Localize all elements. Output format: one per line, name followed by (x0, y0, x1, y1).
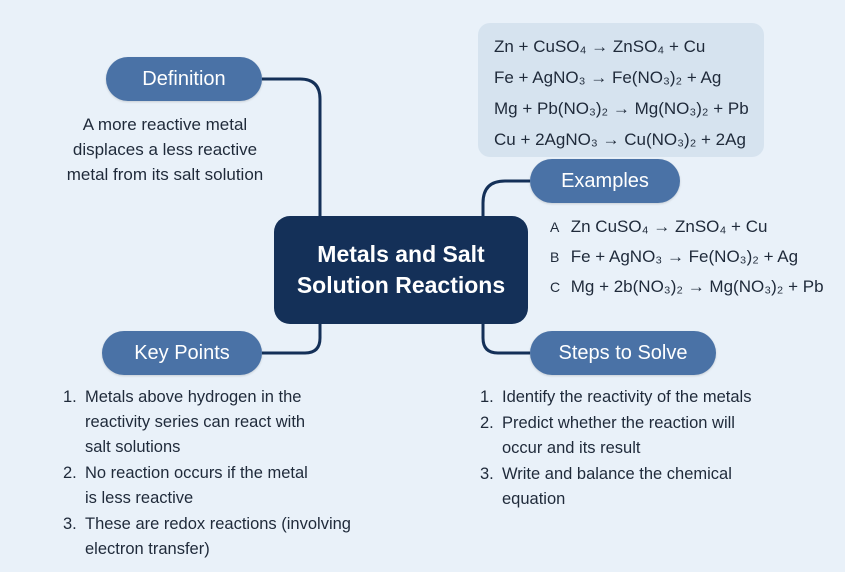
key-point-line: No reaction occurs if the metal (85, 464, 308, 482)
example-letter: C (550, 279, 561, 295)
connector-steps (481, 324, 530, 355)
equation: Zn + CuSO₄ → ZnSO₄ + Cu (494, 37, 706, 56)
example-text: Mg + 2b(NO₃)₂ → Mg(NO₃)₂ + Pb (570, 277, 824, 296)
connector-examples (481, 179, 530, 216)
key-point-line: reactivity series can react with (85, 413, 306, 431)
connector-definition (262, 77, 322, 216)
example-item: C Mg + 2b(NO₃)₂ → Mg(NO₃)₂ + Pb (550, 272, 824, 302)
step-item: 1. Identify the reactivity of the metals (480, 385, 810, 410)
definition-line: A more reactive metal (82, 115, 248, 134)
step-item: 2. Predict whether the reaction will occ… (480, 411, 810, 461)
definition-node: Definition (106, 57, 262, 101)
step-item: 3. Write and balance the chemical equati… (480, 462, 810, 512)
key-point-number: 1. (63, 388, 77, 406)
central-title-line-1: Metals and Salt (317, 241, 485, 267)
example-letter: A (550, 219, 560, 235)
example-item: A Zn CuSO₄ → ZnSO₄ + Cu (550, 212, 824, 242)
equation: Mg + Pb(NO₃)₂ → Mg(NO₃)₂ + Pb (494, 99, 749, 118)
steps-node: Steps to Solve (530, 331, 716, 375)
equations-box: Zn + CuSO₄ → ZnSO₄ + Cu Fe + AgNO₃ → Fe(… (478, 23, 764, 157)
step-number: 2. (480, 414, 494, 432)
key-point-number: 2. (63, 464, 77, 482)
key-point-line: Metals above hydrogen in the (85, 388, 302, 406)
examples-list: A Zn CuSO₄ → ZnSO₄ + Cu B Fe + AgNO₃ → F… (550, 212, 824, 302)
central-title-line-2: Solution Reactions (296, 272, 506, 298)
central-topic: Metals and Salt Solution Reactions (274, 216, 528, 324)
key-points-list: 1. Metals above hydrogen in the reactivi… (63, 385, 403, 563)
step-number: 3. (480, 465, 494, 483)
step-line: equation (502, 490, 566, 508)
steps-list: 1. Identify the reactivity of the metals… (480, 385, 810, 513)
key-point-line: salt solutions (85, 438, 181, 456)
step-line: Identify the reactivity of the metals (502, 388, 752, 406)
example-text: Fe + AgNO₃ → Fe(NO₃)₂ + Ag (570, 247, 799, 266)
key-point-line: is less reactive (85, 489, 194, 507)
definition-line: displaces a less reactive (72, 140, 258, 159)
step-line: Write and balance the chemical (502, 465, 732, 483)
equation: Cu + 2AgNO₃ → Cu(NO₃)₂ + 2Ag (494, 130, 746, 149)
step-number: 1. (480, 388, 494, 406)
connector-key-points (262, 324, 322, 355)
key-point-line: electron transfer) (85, 540, 210, 558)
definition-text: A more reactive metal displaces a less r… (40, 112, 290, 187)
example-letter: B (550, 249, 560, 265)
key-point-item: 1. Metals above hydrogen in the reactivi… (63, 385, 403, 460)
key-point-line: These are redox reactions (involving (85, 515, 351, 533)
key-point-item: 2. No reaction occurs if the metal is le… (63, 461, 403, 511)
example-item: B Fe + AgNO₃ → Fe(NO₃)₂ + Ag (550, 242, 824, 272)
step-line: occur and its result (502, 439, 641, 457)
key-point-item: 3. These are redox reactions (involving … (63, 512, 403, 562)
equation: Fe + AgNO₃ → Fe(NO₃)₂ + Ag (494, 68, 722, 87)
definition-line: metal from its salt solution (66, 165, 264, 184)
step-line: Predict whether the reaction will (502, 414, 735, 432)
key-points-node: Key Points (102, 331, 262, 375)
key-point-number: 3. (63, 515, 77, 533)
examples-node: Examples (530, 159, 680, 203)
example-text: Zn CuSO₄ → ZnSO₄ + Cu (570, 217, 768, 236)
